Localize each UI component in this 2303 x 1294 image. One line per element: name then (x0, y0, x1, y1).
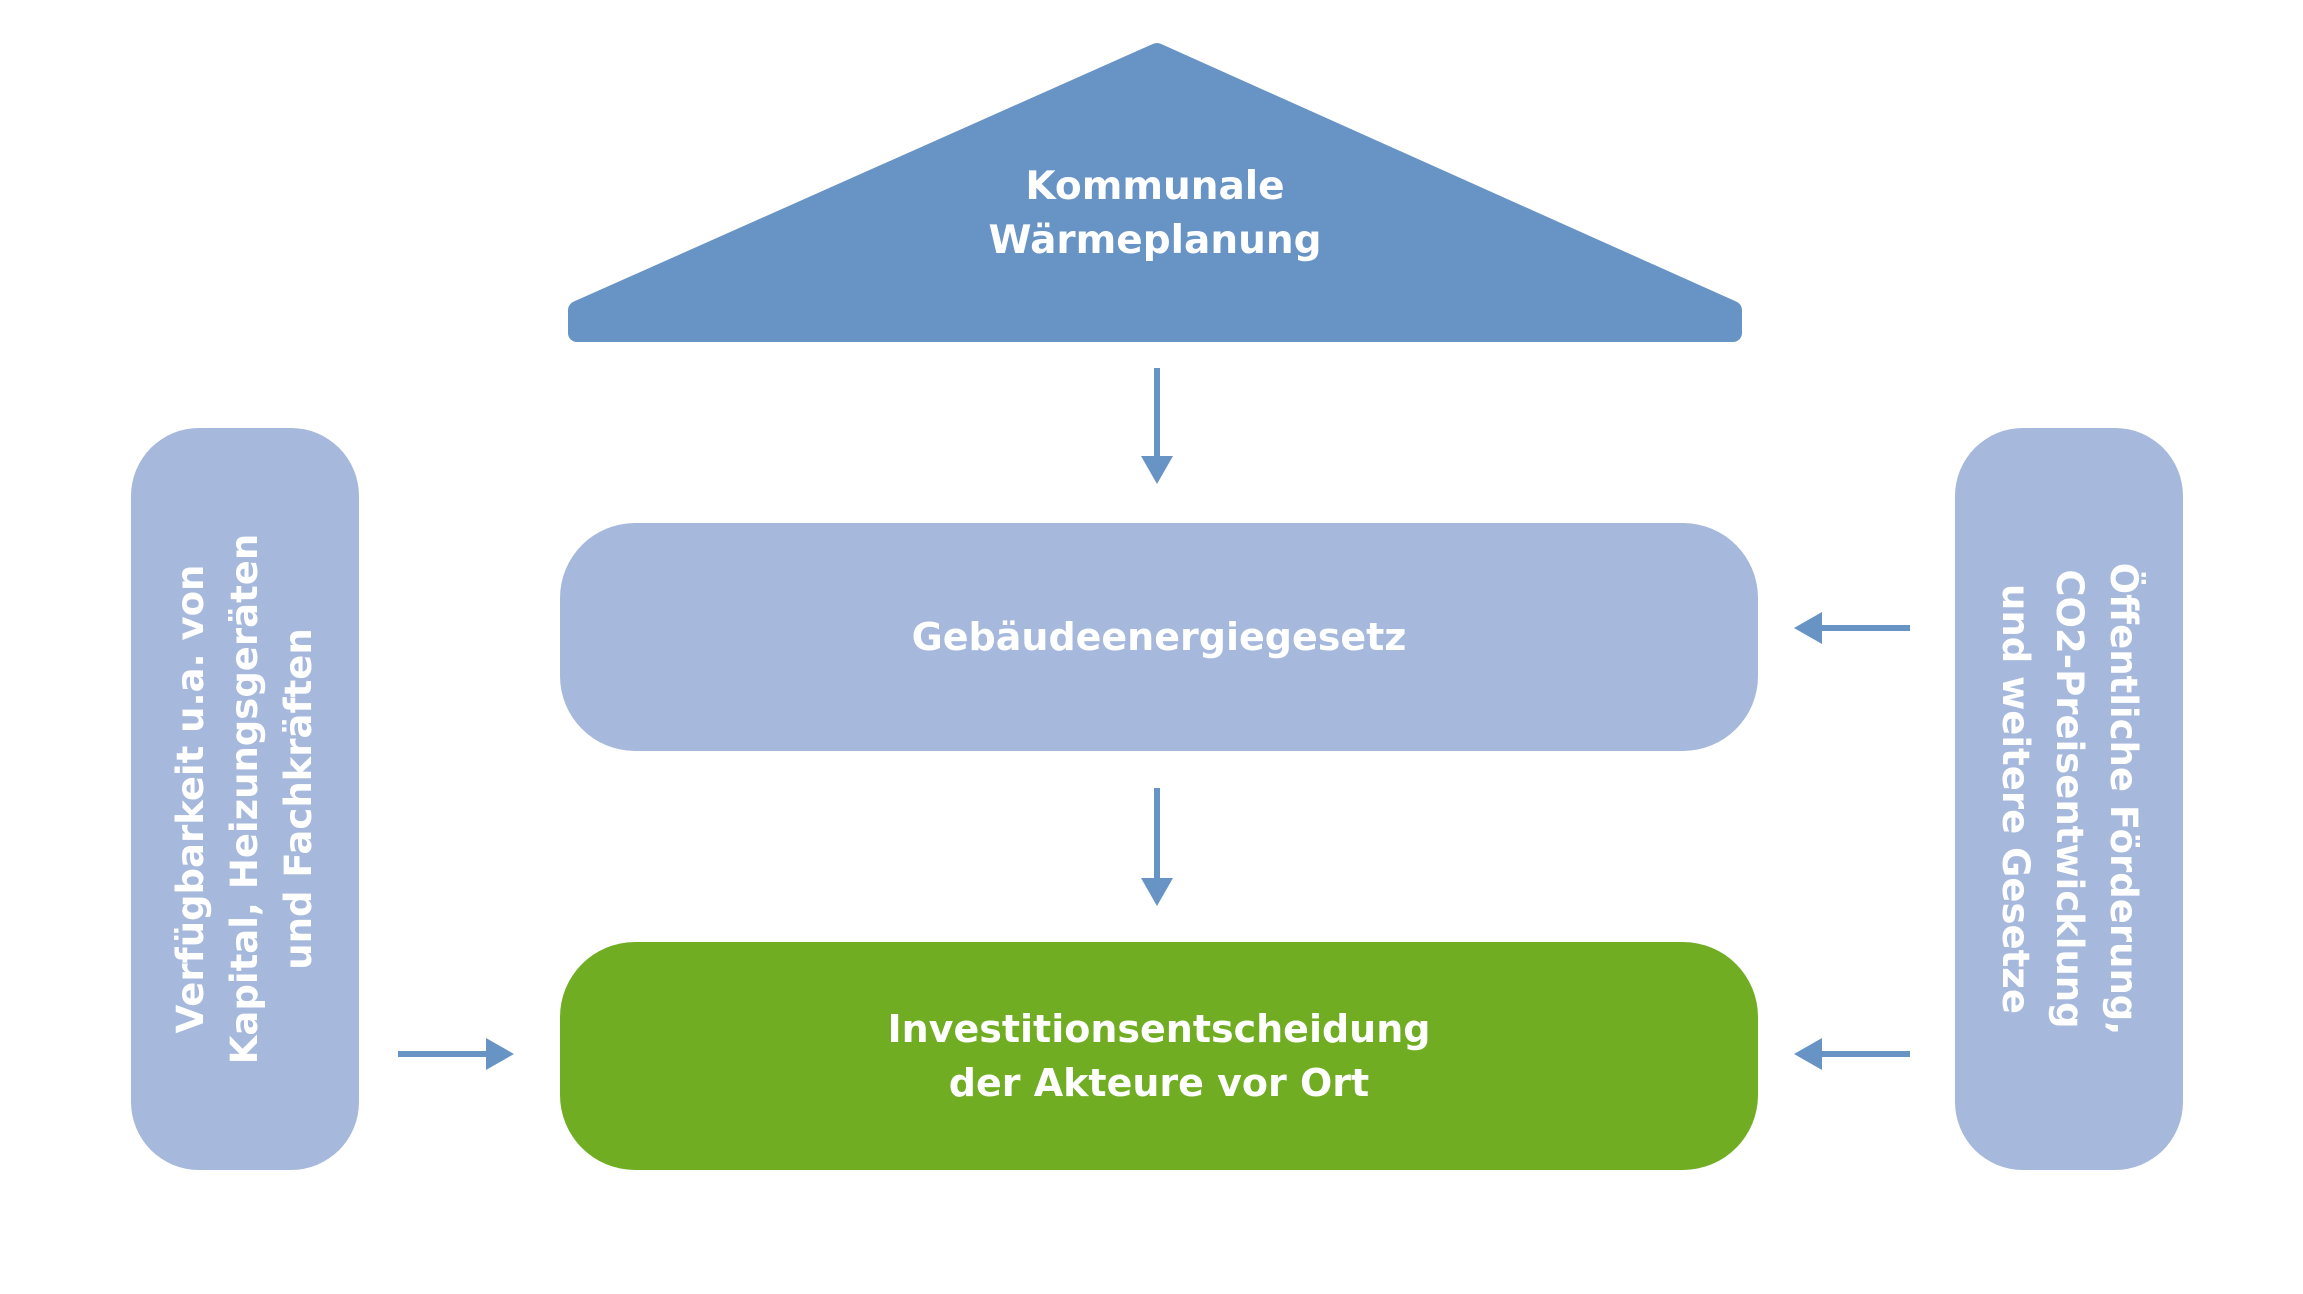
right-pillar-label: Öffentliche Förderung, CO2-Preisentwickl… (1988, 439, 2150, 1159)
roof-label-line-2: Wärmeplanung (988, 218, 1322, 263)
investitionsentscheidung-label-line-1: Investitionsentscheidung (887, 1007, 1431, 1051)
roof-triangle (568, 43, 1742, 342)
arrow-right-to-middle (1794, 612, 1910, 644)
investitionsentscheidung-box: Investitionsentscheidung der Akteure vor… (560, 942, 1758, 1170)
arrow-right-to-bottom (1794, 1038, 1910, 1070)
arrow-roof-to-middle (1141, 368, 1173, 484)
arrow-left-to-bottom (398, 1038, 514, 1070)
roof-label: Kommunale Wärmeplanung (885, 160, 1425, 268)
right-pillar-label-line-3: und weitere Gesetze (1994, 584, 2037, 1014)
gebaeudeenergiegesetz-label: Gebäudeenergiegesetz (911, 615, 1407, 659)
left-pillar-box: Verfügbarkeit u.a. von Kapital, Heizungs… (131, 428, 359, 1170)
investitionsentscheidung-label-line-2: der Akteure vor Ort (948, 1061, 1370, 1105)
gebaeudeenergiegesetz-box: Gebäudeenergiegesetz (560, 523, 1758, 751)
right-pillar-label-line-1: Öffentliche Förderung, (2102, 562, 2145, 1036)
left-pillar-label-line-3: und Fachkräften (277, 628, 320, 970)
arrow-middle-to-bottom (1141, 788, 1173, 906)
right-pillar-label-line-2: CO2-Preisentwicklung (2048, 569, 2091, 1029)
roof-label-line-1: Kommunale (1025, 164, 1285, 209)
left-pillar-label-line-1: Verfügbarkeit u.a. von (169, 564, 212, 1034)
left-pillar-label-line-2: Kapital, Heizungsgeräten (223, 533, 266, 1065)
left-pillar-label: Verfügbarkeit u.a. von Kapital, Heizungs… (164, 439, 326, 1159)
right-pillar-box: Öffentliche Förderung, CO2-Preisentwickl… (1955, 428, 2183, 1170)
